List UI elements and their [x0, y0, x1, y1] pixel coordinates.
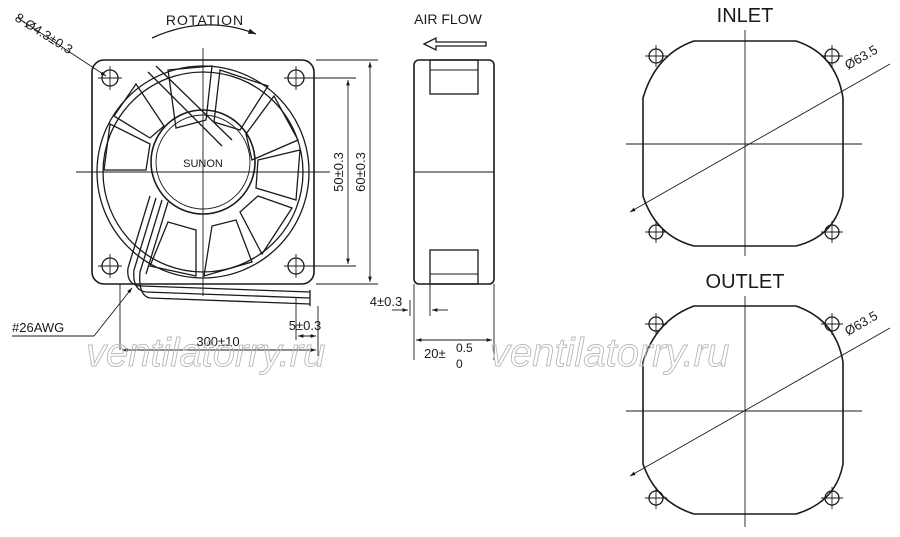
lead-length-dimension: 300±10: [122, 334, 316, 352]
svg-text:0.5: 0.5: [456, 341, 473, 355]
mount-hole-icon: [98, 254, 122, 278]
outlet-label: OUTLET: [706, 271, 785, 293]
rotation-arrow-icon: [151, 24, 257, 39]
hole-pitch-dimension: 50±0.3: [306, 77, 356, 267]
svg-text:4±0.3: 4±0.3: [370, 294, 402, 309]
watermark-left: ventilatorry.ru: [86, 331, 325, 375]
svg-text:300±10: 300±10: [196, 334, 239, 349]
mount-hole-icon: [645, 45, 667, 67]
mount-hole-icon: [284, 66, 308, 90]
wire-strip-dimension: 5±0.3: [289, 298, 321, 356]
svg-text:60±0.3: 60±0.3: [353, 152, 368, 192]
rotation-label: ROTATION: [166, 12, 244, 28]
outlet-diameter-label: Ø63.5: [842, 308, 880, 339]
inlet-label: INLET: [717, 5, 774, 27]
wire-harness: [127, 195, 311, 306]
wire-gauge-label: #26AWG: [12, 320, 64, 335]
air-flow-arrow-icon: [422, 36, 487, 52]
mount-hole-icon: [98, 66, 122, 90]
mount-hole-icon: [645, 487, 667, 509]
flange-dimension: 4±0.3: [370, 284, 448, 316]
svg-text:5±0.3: 5±0.3: [289, 318, 321, 333]
svg-text:0: 0: [456, 357, 463, 371]
mount-hole-icon: [821, 221, 843, 243]
brand-label: SUNON: [183, 158, 223, 170]
frame-size-dimension: 60±0.3: [316, 59, 378, 285]
mount-hole-icon: [284, 254, 308, 278]
air-flow-label: AIR FLOW: [414, 11, 482, 27]
side-view: [413, 59, 495, 285]
inlet-diameter-label: Ø63.5: [842, 42, 880, 73]
svg-text:50±0.3: 50±0.3: [331, 152, 346, 192]
mount-hole-icon: [645, 221, 667, 243]
front-view: SUNON: [76, 48, 330, 306]
depth-dimension: 20± 0.5 0: [413, 284, 495, 371]
outlet-view: OUTLET Ø63.5: [626, 271, 891, 527]
fan-blades: [103, 65, 301, 277]
svg-text:20±: 20±: [424, 346, 446, 361]
mount-hole-icon: [645, 313, 667, 335]
watermark-right: ventilatorry.ru: [490, 331, 729, 375]
mount-hole-icon: [821, 313, 843, 335]
mount-hole-icon: [821, 45, 843, 67]
inlet-view: INLET Ø63.5: [626, 5, 891, 256]
mount-hole-icon: [821, 487, 843, 509]
